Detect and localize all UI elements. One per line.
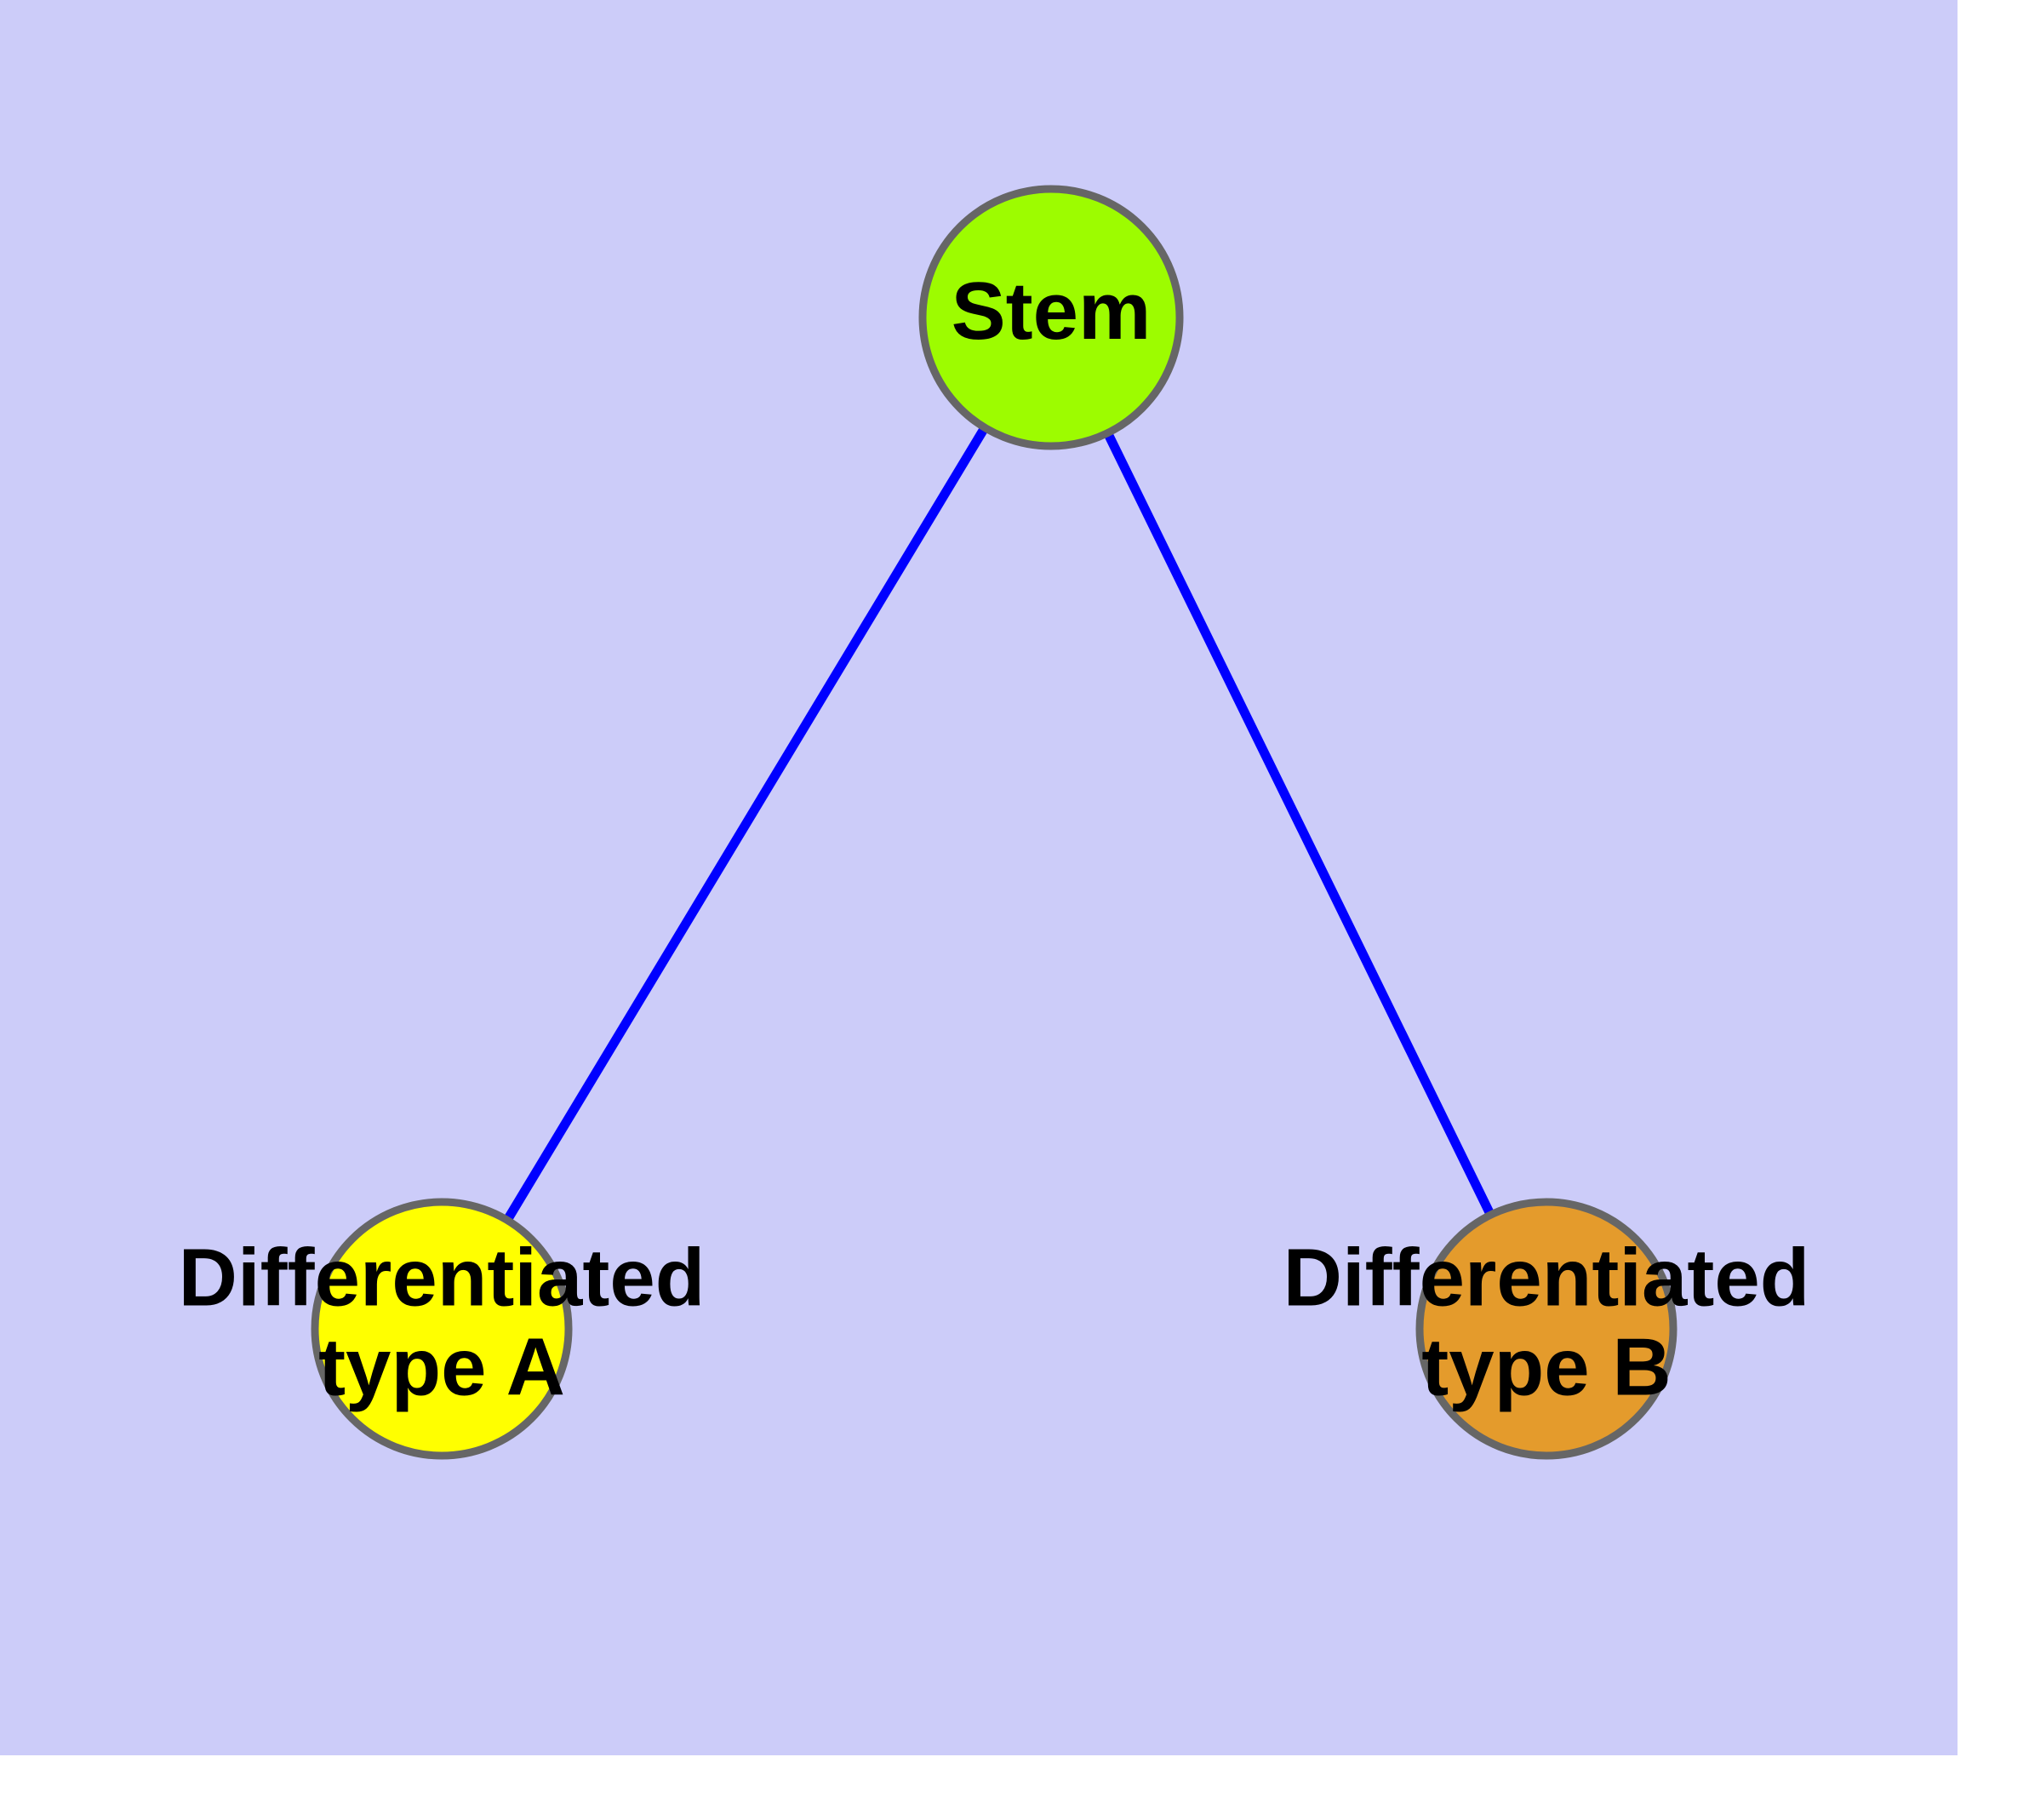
node-label-line: type A [318, 1322, 565, 1413]
node-circle-diff_a[interactable] [311, 1198, 573, 1460]
node-label-line: Stem [952, 266, 1152, 357]
edge-stem-diff-b[interactable] [1102, 429, 1496, 1219]
node-circle-stem[interactable] [918, 185, 1184, 450]
edge-layer [502, 423, 1496, 1224]
edge-stem-diff-a[interactable] [502, 423, 990, 1224]
node-label-stem: Stem [952, 266, 1152, 357]
node-layer [311, 185, 1677, 1460]
node-label-line: Differentiated [179, 1233, 706, 1324]
node-label-line: type B [1421, 1322, 1671, 1413]
node-circle-diff_b[interactable] [1415, 1198, 1677, 1460]
node-label-line: Differentiated [1283, 1233, 1810, 1324]
